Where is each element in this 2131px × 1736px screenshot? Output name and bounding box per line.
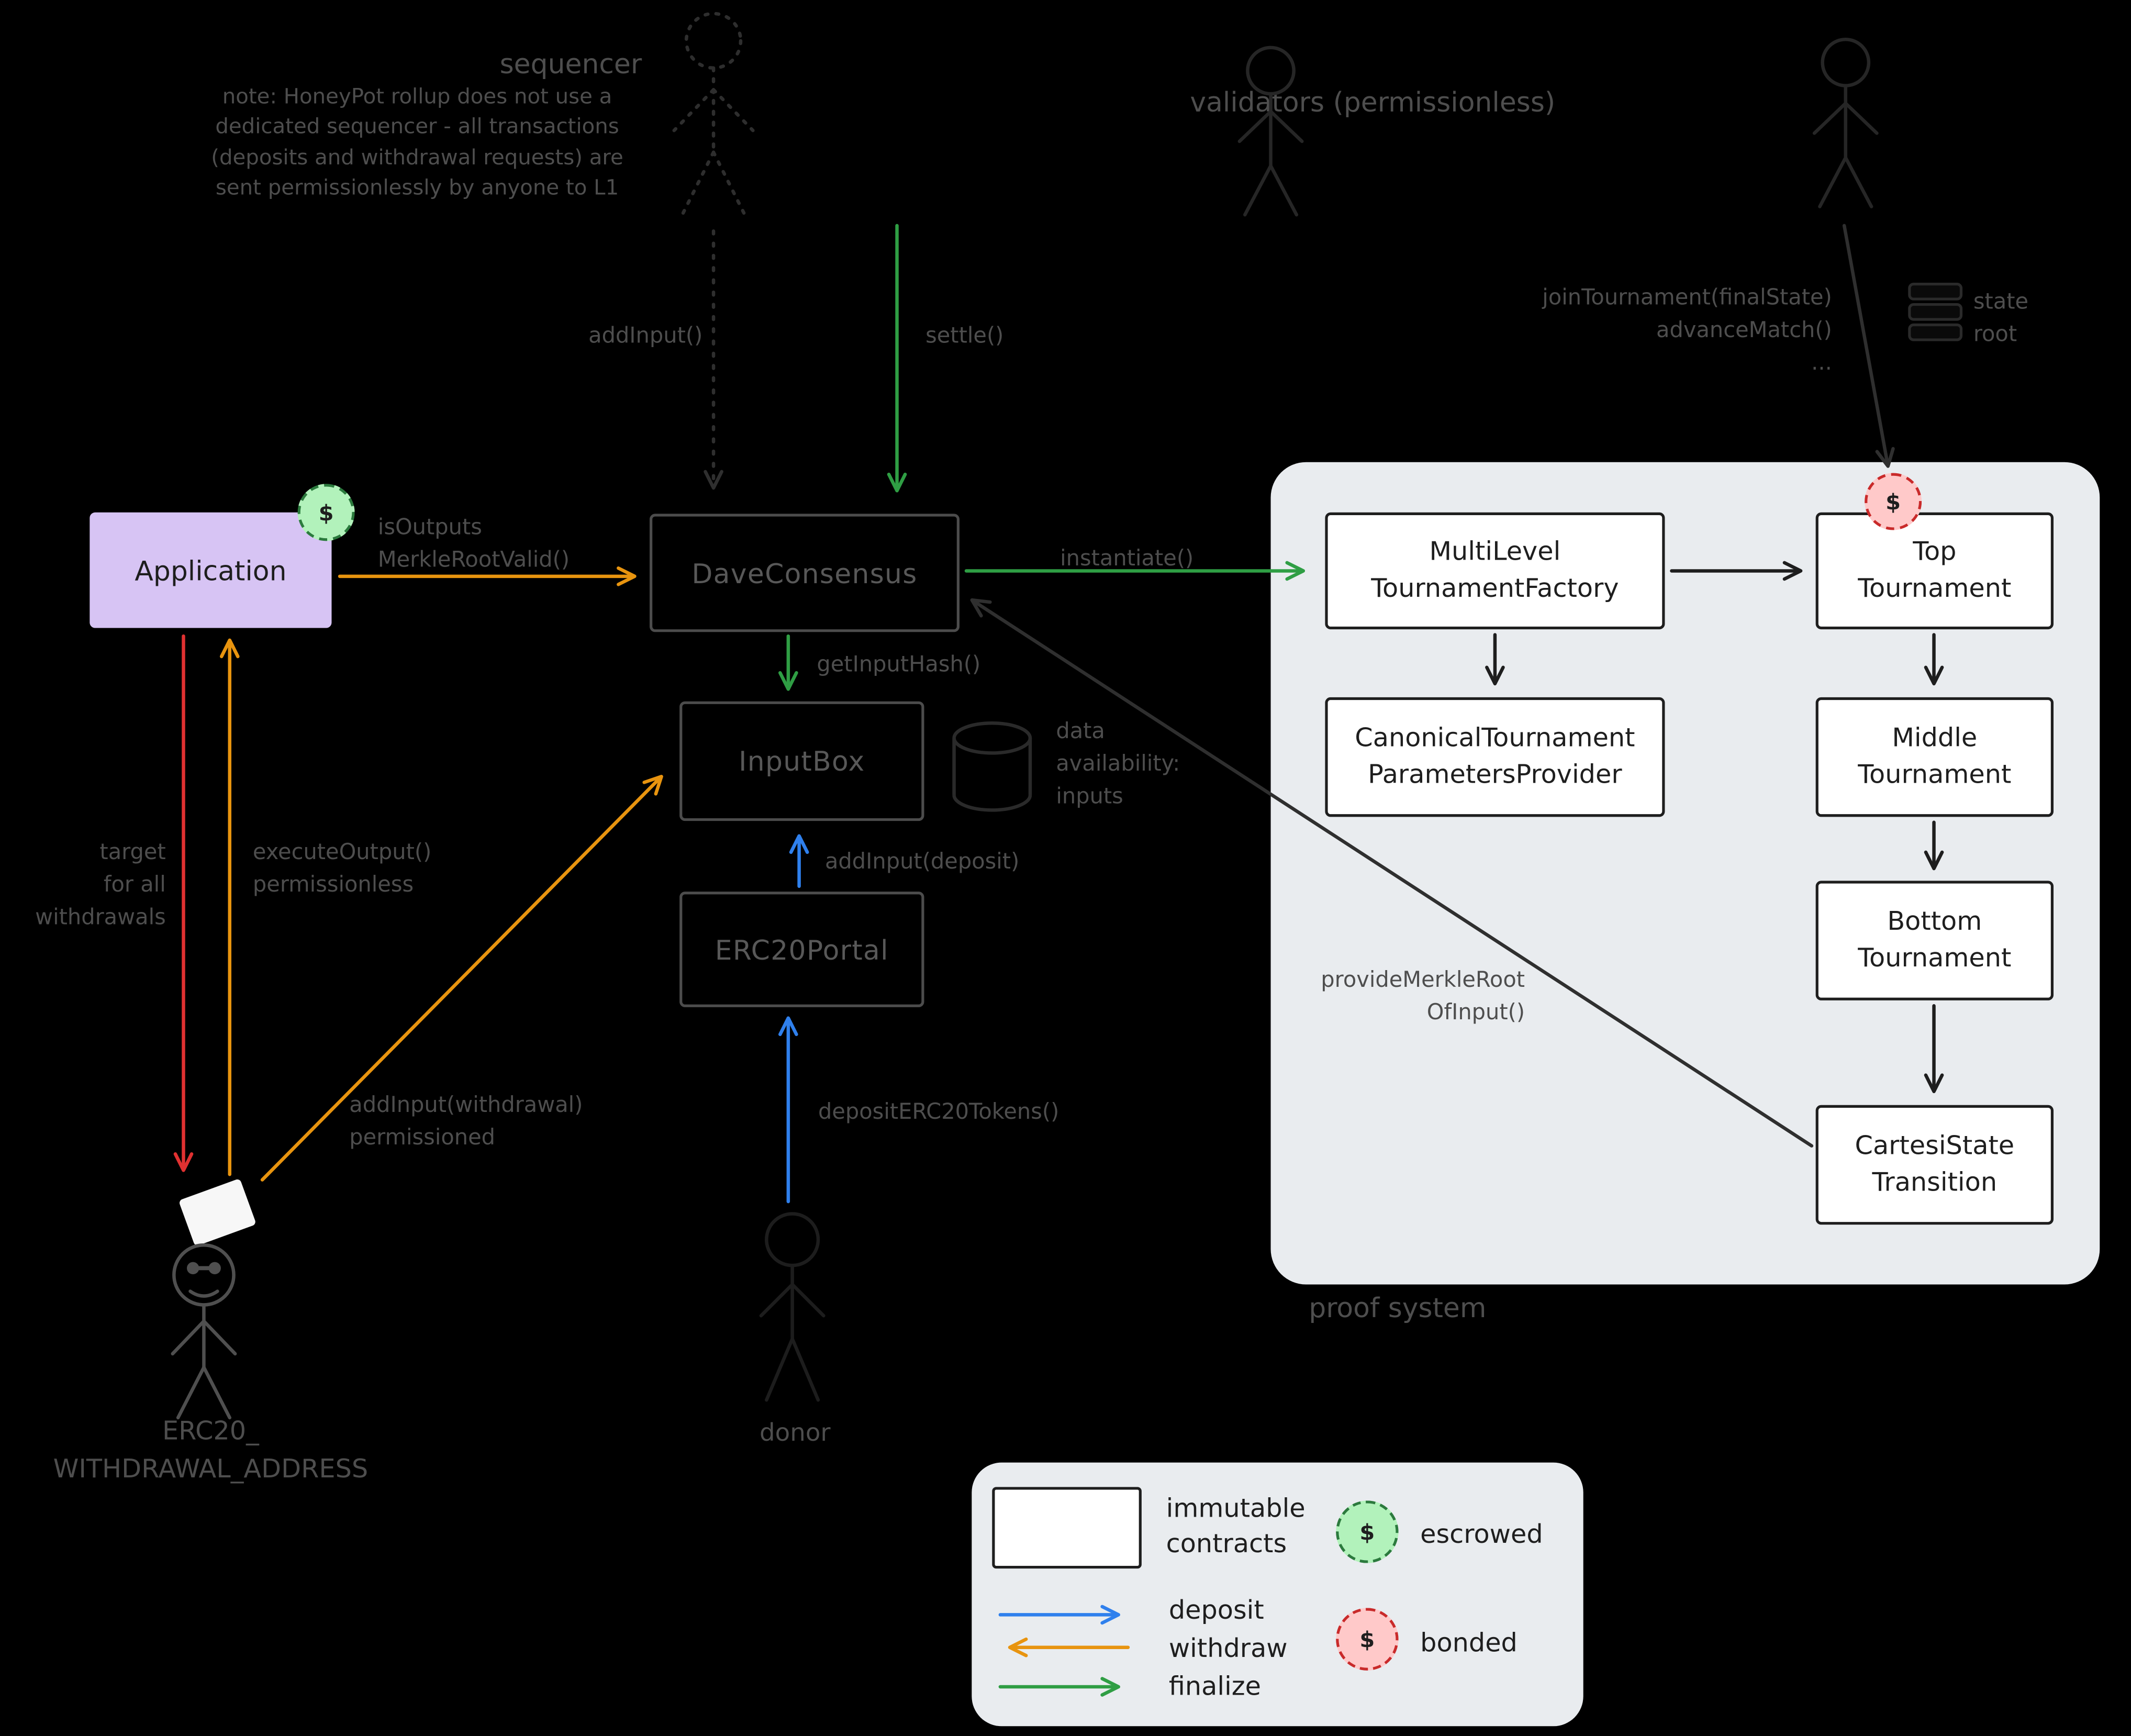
escrowed-badge-application: $ — [297, 484, 355, 541]
legend-escrowed-badge: $ — [1336, 1500, 1399, 1563]
legend-escrowed-label: escrowed — [1420, 1519, 1543, 1550]
legend-bonded-badge: $ — [1336, 1608, 1399, 1671]
dollar-icon: $ — [1359, 1519, 1375, 1545]
donor-figure — [759, 1212, 825, 1402]
legend-withdraw-label: withdraw — [1168, 1633, 1288, 1664]
instantiate-label: instantiate() — [1060, 545, 1194, 571]
top-hat — [180, 1179, 255, 1245]
database-icon — [952, 721, 1032, 812]
is-outputs-label: isOutputs MerkleRootValid() — [377, 514, 570, 573]
ellipsis-label: ... — [1811, 349, 1832, 375]
withdrawal-address-figure — [171, 1179, 255, 1420]
dollar-icon: $ — [1885, 488, 1901, 515]
canonical-parameters-provider-box: CanonicalTournament ParametersProvider — [1325, 697, 1665, 817]
proof-system-label: proof system — [1309, 1291, 1487, 1324]
validators-title: validators (permissionless) — [1190, 85, 1556, 118]
dollar-icon: $ — [318, 499, 334, 526]
middle-tournament-box: Middle Tournament — [1815, 697, 2054, 817]
provide-merkle-label: provideMerkleRoot OfInput() — [1321, 966, 1525, 1025]
application-box: Application — [90, 512, 332, 628]
erc20-portal-box: ERC20Portal — [679, 892, 924, 1007]
settle-label: settle() — [925, 322, 1004, 348]
state-root-stack-icon — [1908, 283, 1963, 341]
data-availability-label: data availability: inputs — [1056, 717, 1180, 809]
legend-finalize-label: finalize — [1168, 1672, 1262, 1702]
legend-bonded-label: bonded — [1420, 1628, 1518, 1659]
input-box: InputBox — [679, 701, 924, 821]
sequencer-note-line: sent permissionlessly by anyone to L1 — [215, 175, 619, 201]
join-tournament-arrow — [1842, 224, 1895, 468]
dave-consensus-box: DaveConsensus — [650, 514, 959, 632]
get-input-hash-label: getInputHash() — [817, 651, 981, 677]
validators-calls: joinTournament(finalState) advanceMatch(… — [1441, 281, 1832, 379]
sequencer-title: sequencer — [499, 47, 642, 81]
bottom-tournament-box: Bottom Tournament — [1815, 881, 2054, 1000]
dollar-icon: $ — [1359, 1626, 1375, 1652]
add-input-deposit-label: addInput(deposit) — [824, 848, 1020, 874]
add-input-label: addInput() — [588, 322, 703, 348]
validator-figure — [1237, 46, 1304, 217]
sequencer-note-line: (deposits and withdrawal requests) are — [211, 145, 623, 170]
deposit-erc20-label: depositERC20Tokens() — [818, 1098, 1059, 1125]
legend-immutable-label: immutable contracts — [1166, 1494, 1306, 1559]
withdrawal-address-label: ERC20_ WITHDRAWAL_ADDRESS — [53, 1416, 369, 1485]
sequencer-note-line: note: HoneyPot rollup does not use a — [222, 84, 612, 109]
multilevel-tournament-factory-box: MultiLevel TournamentFactory — [1325, 512, 1665, 630]
legend-deposit-label: deposit — [1168, 1596, 1264, 1626]
join-tournament-label: joinTournament(finalState) — [1542, 284, 1832, 310]
execute-output-label: executeOutput() permissionless — [252, 838, 432, 897]
top-tournament-box: Top Tournament — [1815, 512, 2054, 630]
legend-contract-swatch — [992, 1487, 1142, 1569]
glasses-icon — [186, 1262, 221, 1275]
sequencer-note-line: dedicated sequencer - all transactions — [215, 115, 619, 140]
sequencer-note: note: HoneyPot rollup does not use a ded… — [147, 82, 687, 204]
donor-label: donor — [759, 1419, 831, 1448]
add-input-withdrawal-label: addInput(withdrawal) permissioned — [349, 1091, 583, 1150]
advance-match-label: advanceMatch() — [1656, 316, 1832, 343]
legend-arrow-labels: deposit withdraw finalize — [1169, 1592, 1288, 1706]
validator-figure — [1812, 38, 1879, 208]
cartesi-state-transition-box: CartesiState Transition — [1815, 1105, 2054, 1225]
state-root-label: state root — [1973, 288, 2029, 347]
bonded-badge-top-tournament: $ — [1865, 473, 1922, 530]
target-withdrawals-label: target for all withdrawals — [35, 838, 166, 930]
